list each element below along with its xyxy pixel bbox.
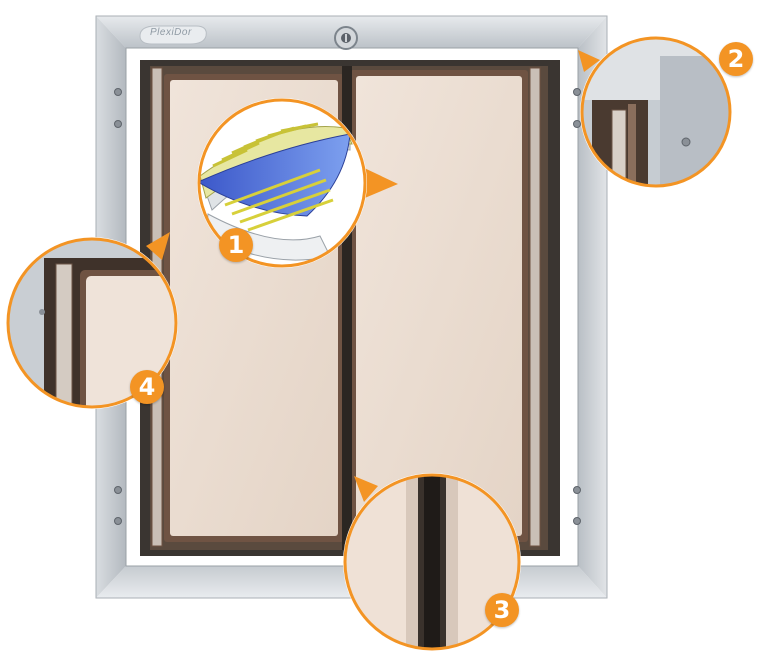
callout-3-bubble [343,473,521,651]
callout-number-3: 3 [485,593,519,627]
callout-4-bubble [6,232,178,409]
callout-2-bubble [578,36,732,188]
right-flap [350,67,541,547]
brand-logo-text: PlexiDor [150,27,192,38]
key-lock-icon [334,26,358,50]
callout-number-4: 4 [130,370,164,404]
screw-icon [114,88,581,525]
callout-number-1: 1 [219,228,253,262]
center-seal [342,66,352,550]
callout-number-2: 2 [719,42,753,76]
brand-logo [139,25,207,45]
